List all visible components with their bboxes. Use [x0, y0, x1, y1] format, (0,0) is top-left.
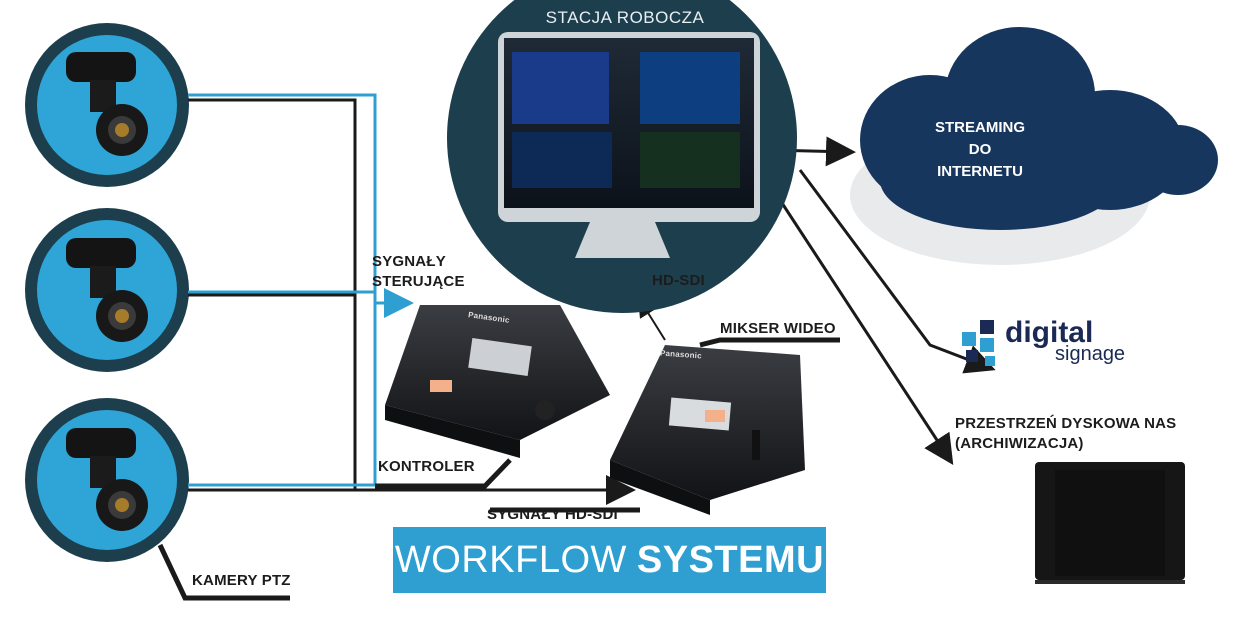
camera-body-icon	[66, 52, 136, 82]
hd-sdi-label: HD-SDI	[652, 272, 705, 289]
ptz-camera-3	[25, 398, 189, 562]
control-signals-label: SYGNAŁY STERUJĄCE	[372, 252, 465, 292]
control-signals-line1: SYGNAŁY	[372, 253, 446, 270]
workstation-title: STACJA ROBOCZA	[545, 8, 705, 27]
video-mixer-label: MIKSER WIDEO	[720, 320, 836, 337]
title-normal: WORKFLOW	[394, 538, 627, 581]
digital-signage-word2: signage	[1055, 343, 1126, 365]
ptz-controller-device	[385, 305, 610, 458]
title-bold: SYSTEMU	[636, 538, 825, 581]
ptz-camera-2	[25, 208, 189, 372]
label-leaders	[157, 337, 840, 601]
nas-storage-device	[1035, 462, 1185, 584]
workstation	[447, 0, 797, 313]
monitor-stand	[575, 222, 670, 258]
nas-label-line1: PRZESTRZEŃ DYSKOWA NAS	[955, 415, 1177, 432]
streaming-cloud	[850, 27, 1218, 265]
hd-sdi-signals-label: SYGNAŁY HD-SDI	[487, 506, 618, 523]
digital-signage-logo-icon	[962, 320, 995, 366]
controller-label: KONTROLER	[378, 458, 475, 475]
video-mixer-device	[610, 345, 805, 515]
streaming-label-line3: INTERNETU	[937, 163, 1023, 180]
nas-label: PRZESTRZEŃ DYSKOWA NAS (ARCHIWIZACJA)	[955, 414, 1176, 454]
camera-body-icon	[66, 428, 136, 458]
camera-body-icon	[66, 238, 136, 268]
digital-signage-word1: digital	[1005, 316, 1094, 349]
nas-label-line2: (ARCHIWIZACJA)	[955, 435, 1084, 452]
streaming-label: STREAMING DO INTERNETU	[905, 117, 1055, 183]
control-signals-line2: STERUJĄCE	[372, 273, 465, 290]
streaming-label-line1: STREAMING	[935, 119, 1025, 136]
ptz-camera-1	[25, 23, 189, 187]
connection-lines	[188, 93, 996, 505]
streaming-label-line2: DO	[968, 141, 992, 158]
ptz-cameras-label: KAMERY PTZ	[192, 572, 291, 589]
